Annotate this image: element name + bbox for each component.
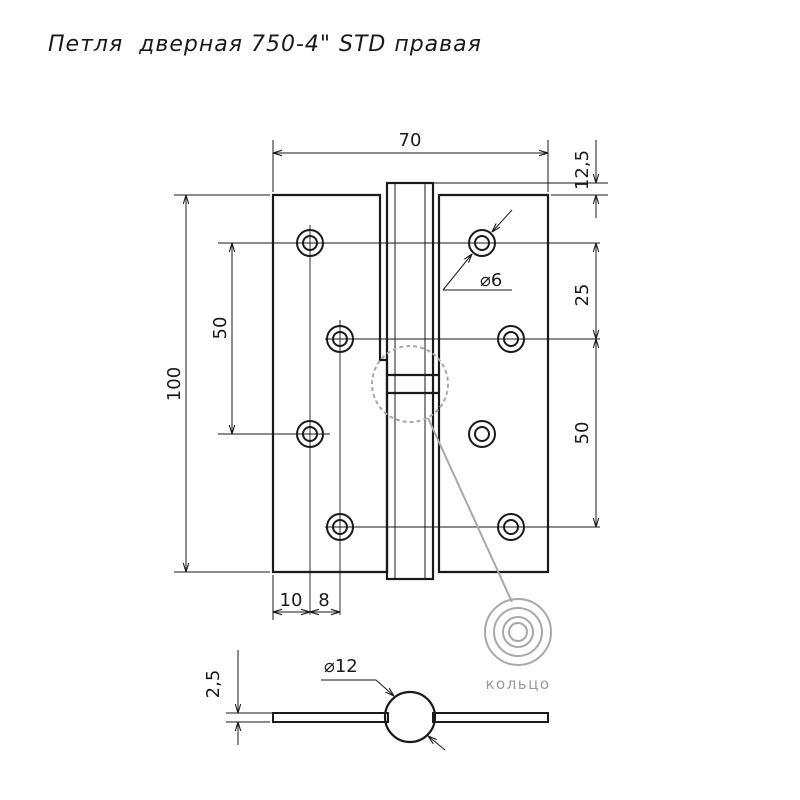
hole-icon	[326, 325, 354, 353]
hole-icon	[296, 420, 324, 448]
dim-edge-8: 8	[318, 590, 329, 611]
screw-holes	[296, 229, 525, 541]
ring-icon	[484, 598, 552, 666]
dim-hole-spacing-right: 50	[572, 422, 593, 445]
hinge-leaves	[271, 181, 550, 581]
dim-height: 100	[164, 367, 185, 401]
dim-edge-10: 10	[280, 590, 303, 611]
dim-knuckle-diameter: ⌀12	[324, 656, 358, 677]
side-knuckle	[383, 690, 437, 744]
dim-width: 70	[399, 130, 422, 151]
side-leaf-right	[432, 712, 549, 723]
knuckle	[385, 181, 435, 581]
hole-icon	[497, 513, 525, 541]
dim-hole-spacing-left: 50	[210, 317, 231, 340]
side-view	[226, 650, 549, 751]
hole-icon	[326, 513, 354, 541]
right-leaf	[437, 193, 550, 574]
hole-icon	[468, 229, 496, 257]
ring-callout	[371, 345, 552, 666]
dim-top-offset: 12,5	[572, 150, 593, 190]
hole-icon	[296, 229, 324, 257]
dimension-lines	[174, 140, 608, 620]
dim-hole-spacing-25: 25	[572, 284, 593, 307]
hole-icon	[497, 325, 525, 353]
dim-hole-diameter: ⌀6	[480, 270, 502, 291]
drawing-title: Петля дверная 750-4" STD правая	[48, 32, 482, 57]
center-lines	[218, 225, 600, 615]
left-leaf	[271, 193, 389, 574]
dim-thickness: 2,5	[203, 670, 224, 699]
side-leaf-left	[272, 712, 389, 723]
ring-label: кольцо	[485, 675, 550, 693]
hole-icon	[468, 420, 496, 448]
